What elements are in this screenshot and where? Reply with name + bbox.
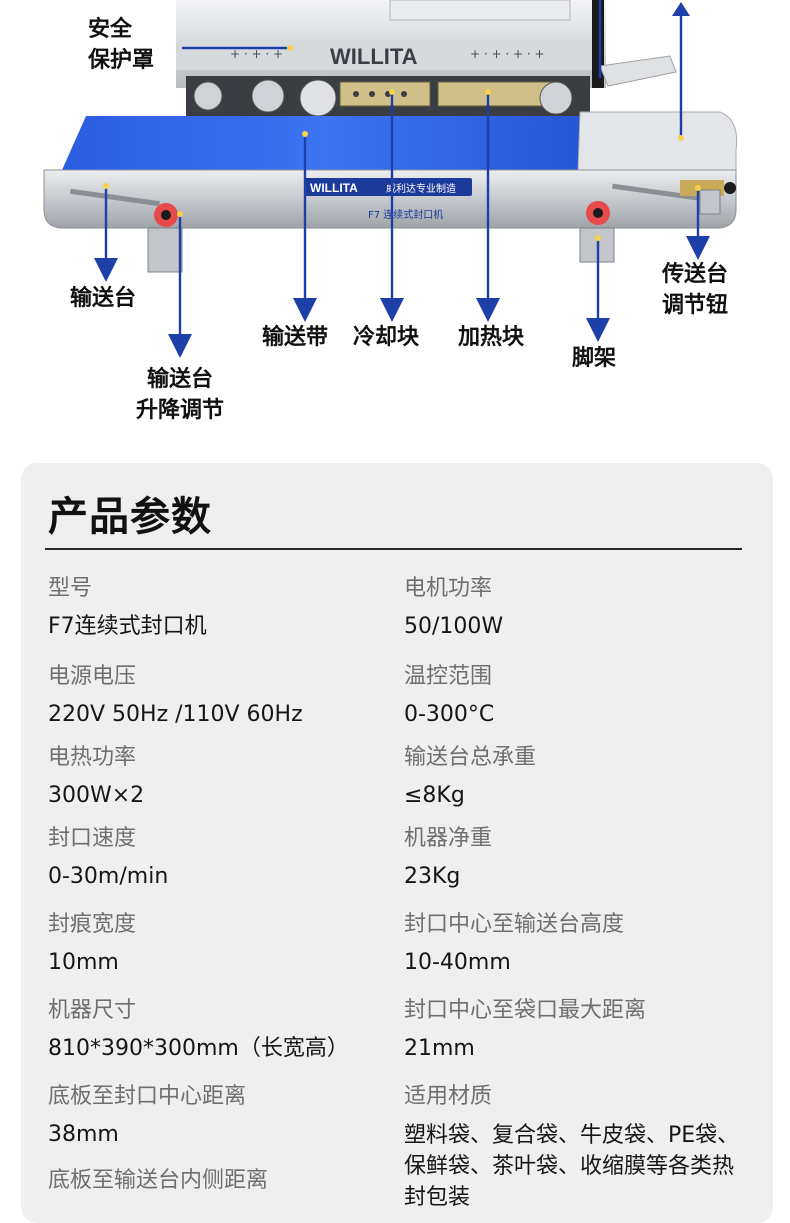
spec-seal-width: 封痕宽度 10mm (48, 910, 136, 978)
conveyor-table-frame (43, 169, 737, 229)
spec-label: 型号 (48, 576, 93, 601)
spec-seal-speed: 封口速度 0-30m/min (48, 824, 168, 892)
housing-logo: WILLITA (330, 44, 418, 69)
conveyor-belt (62, 116, 590, 170)
spec-value: ≤8Kg (404, 783, 465, 808)
spec-label: 底板至输送台内侧距离 (48, 1168, 269, 1193)
spec-net-weight: 机器净重 23Kg (404, 824, 492, 892)
badge-tag: 威利达专业制造 (386, 182, 456, 195)
callout-cooling-block: 冷却块 (353, 325, 420, 350)
sealer-machine-illustration: WILLITA + · + · + + · + · + · + WILLITA … (43, 0, 738, 358)
badge-logo: WILLITA (310, 181, 358, 195)
spec-label: 封痕宽度 (48, 912, 137, 937)
spec-label: 底板至封口中心距离 (48, 1084, 247, 1109)
spec-heating-power: 电热功率 300W×2 (48, 743, 144, 811)
spec-value: 10-40mm (404, 950, 511, 975)
spec-card (21, 463, 773, 1223)
spec-value: 23Kg (404, 864, 461, 889)
callout-conveyor-belt: 输送带 (262, 325, 329, 350)
spec-temp-range: 温控范围 0-300°C (404, 662, 494, 730)
spec-seal-height: 封口中心至输送台高度 10-40mm (404, 910, 624, 978)
spec-load-capacity: 输送台总承重 ≤8Kg (404, 743, 536, 811)
spec-label: 机器尺寸 (48, 998, 137, 1023)
spec-label: 机器净重 (404, 826, 493, 851)
spec-value: 0-30m/min (48, 864, 169, 889)
spec-value: 38mm (48, 1122, 119, 1147)
spec-value: 0-300°C (404, 702, 495, 727)
callout-conveyor-table: 输送台 (70, 286, 137, 311)
svg-text:+ · + · +: + · + · + (230, 47, 283, 61)
spec-value: 塑料袋、复合袋、牛皮袋、PE袋、保鲜袋、茶叶袋、收缩膜等各类热封包装 (404, 1123, 740, 1210)
spec-label: 封口速度 (48, 826, 137, 851)
spec-value: 10mm (48, 950, 119, 975)
spec-label: 温控范围 (404, 664, 493, 689)
spec-value: 21mm (404, 1036, 475, 1061)
spec-value: 300W×2 (48, 783, 145, 808)
spec-label: 电机功率 (404, 576, 493, 601)
spec-label: 电热功率 (48, 745, 137, 770)
spec-value: 50/100W (404, 614, 504, 639)
callout-heating-block: 加热块 (458, 325, 525, 350)
spec-table-distance: 底板至输送台内侧距离 (48, 1166, 268, 1196)
spec-dimensions: 机器尺寸 810*390*300mm（长宽高） (48, 996, 349, 1064)
spec-title: 产品参数 (48, 494, 212, 540)
callout-safety-cover: 安全 保护罩 (88, 17, 155, 73)
spec-base-distance: 底板至封口中心距离 38mm (48, 1082, 246, 1150)
spec-label: 输送台总承重 (404, 745, 537, 770)
callout-conveyor-knob: 传送台 调节钮 (662, 262, 729, 318)
svg-text:+ · + · + · +: + · + · + · + (470, 47, 545, 61)
spec-bag-distance: 封口中心至袋口最大距离 21mm (404, 996, 646, 1064)
spec-divider (45, 548, 742, 550)
callout-table-lift: 输送台 升降调节 (136, 367, 225, 423)
spec-value: F7连续式封口机 (48, 614, 207, 639)
spec-materials: 适用材质 塑料袋、复合袋、牛皮袋、PE袋、保鲜袋、茶叶袋、收缩膜等各类热封包装 (404, 1082, 744, 1213)
spec-model: 型号 F7连续式封口机 (48, 574, 207, 642)
badge-model: F7 连续式封口机 (368, 208, 443, 221)
spec-voltage: 电源电压 220V 50Hz /110V 60Hz (48, 662, 303, 730)
spec-label: 封口中心至输送台高度 (404, 912, 625, 937)
spec-label: 封口中心至袋口最大距离 (404, 998, 647, 1023)
spec-motor-power: 电机功率 50/100W (404, 574, 503, 642)
machine-diagram: WILLITA + · + · + + · + · + · + WILLITA … (0, 0, 790, 440)
callout-foot-stand: 脚架 (572, 346, 617, 371)
spec-label: 适用材质 (404, 1084, 493, 1109)
spec-value: 220V 50Hz /110V 60Hz (48, 702, 303, 727)
spec-label: 电源电压 (48, 664, 137, 689)
spec-value: 810*390*300mm（长宽高） (48, 1036, 349, 1061)
